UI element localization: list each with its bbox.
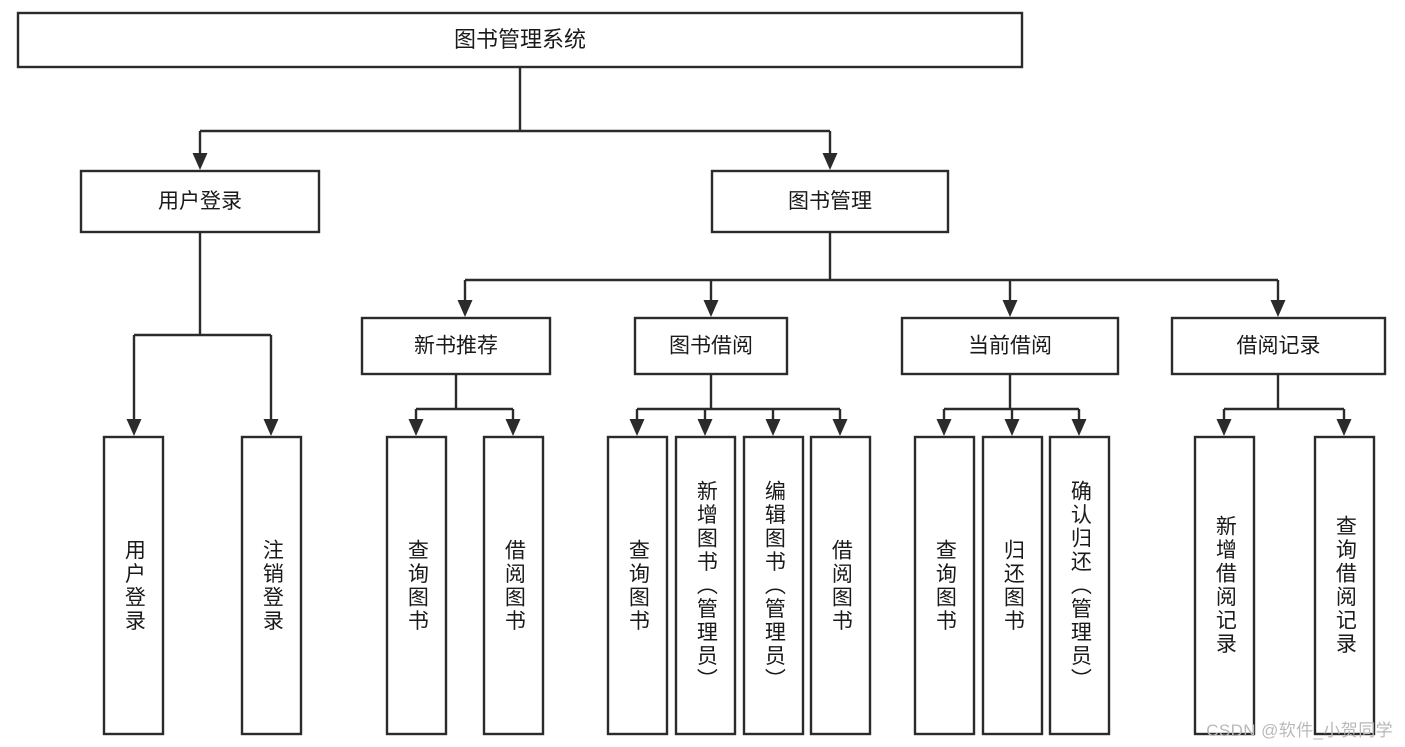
node-new-book-recommend[interactable]: 新书推荐 bbox=[360, 316, 552, 376]
node-label-current-borrow: 当前借阅 bbox=[968, 335, 1052, 358]
node-box-leaf-edit-book bbox=[742, 435, 805, 736]
arrow-leaf-1-icon bbox=[126, 419, 142, 436]
node-book-borrow[interactable]: 图书借阅 bbox=[633, 316, 789, 376]
arrow-book-borrow-icon bbox=[703, 300, 719, 317]
node-box-leaf-query-book-borrow bbox=[606, 435, 669, 736]
arrow-leaf-5-icon bbox=[629, 419, 645, 436]
node-leaf-edit-book[interactable] bbox=[742, 435, 805, 736]
node-box-user-login bbox=[79, 169, 321, 234]
arrow-current-borrow-icon bbox=[1002, 300, 1018, 317]
node-user-login[interactable]: 用户登录 bbox=[79, 169, 321, 234]
node-book-manage[interactable]: 图书管理 bbox=[710, 169, 950, 234]
node-label-book-manage: 图书管理 bbox=[788, 190, 872, 213]
node-box-leaf-add-book bbox=[674, 435, 737, 736]
arrow-leaf-6-icon bbox=[697, 419, 713, 436]
arrow-leaf-3-icon bbox=[408, 419, 424, 436]
node-leaf-add-book[interactable] bbox=[674, 435, 737, 736]
node-label-new-book-recommend: 新书推荐 bbox=[414, 335, 498, 358]
arrow-new-book-recommend-icon bbox=[457, 300, 473, 317]
arrow-leaf-12-icon bbox=[1216, 419, 1232, 436]
arrow-leaf-4-icon bbox=[505, 419, 521, 436]
node-box-leaf-borrow-book-rec bbox=[482, 435, 545, 736]
node-current-borrow[interactable]: 当前借阅 bbox=[900, 316, 1120, 376]
node-root[interactable]: 图书管理系统 bbox=[16, 11, 1024, 69]
node-box-root bbox=[16, 11, 1024, 69]
node-box-leaf-confirm-return bbox=[1048, 435, 1111, 736]
node-leaf-query-book-borrow[interactable] bbox=[606, 435, 669, 736]
arrow-book-manage-icon bbox=[822, 153, 838, 170]
arrow-leaf-9-icon bbox=[936, 419, 952, 436]
arrow-leaf-8-icon bbox=[832, 419, 848, 436]
node-box-borrow-record bbox=[1170, 316, 1387, 376]
node-label-book-borrow: 图书借阅 bbox=[669, 335, 753, 358]
node-leaf-return-book[interactable] bbox=[981, 435, 1044, 736]
arrow-borrow-record-icon bbox=[1270, 300, 1286, 317]
node-box-current-borrow bbox=[900, 316, 1120, 376]
node-box-leaf-user-login bbox=[102, 435, 165, 736]
node-box-leaf-return-book bbox=[981, 435, 1044, 736]
node-box-leaf-logout bbox=[240, 435, 303, 736]
node-leaf-confirm-return[interactable] bbox=[1048, 435, 1111, 736]
node-box-book-borrow bbox=[633, 316, 789, 376]
node-box-new-book-recommend bbox=[360, 316, 552, 376]
node-box-leaf-query-record bbox=[1313, 435, 1376, 736]
node-leaf-borrow-book-rec[interactable] bbox=[482, 435, 545, 736]
node-leaf-borrow-book[interactable] bbox=[809, 435, 872, 736]
arrow-leaf-10-icon bbox=[1004, 419, 1020, 436]
node-label-user-login: 用户登录 bbox=[158, 190, 242, 213]
node-leaf-query-book-cur[interactable] bbox=[913, 435, 976, 736]
arrow-leaf-11-icon bbox=[1071, 419, 1087, 436]
arrow-user-login-icon bbox=[192, 153, 208, 170]
watermark-text: CSDN @软件_小贺同学 bbox=[1206, 721, 1393, 740]
node-box-leaf-query-book-rec bbox=[385, 435, 448, 736]
arrow-leaf-7-icon bbox=[765, 419, 781, 436]
node-leaf-logout[interactable] bbox=[240, 435, 303, 736]
node-leaf-add-record[interactable] bbox=[1193, 435, 1256, 736]
node-borrow-record[interactable]: 借阅记录 bbox=[1170, 316, 1387, 376]
node-box-leaf-borrow-book bbox=[809, 435, 872, 736]
arrow-heads bbox=[126, 153, 1352, 436]
node-label-root: 图书管理系统 bbox=[454, 27, 586, 52]
node-label-borrow-record: 借阅记录 bbox=[1237, 335, 1321, 358]
node-leaf-query-book-rec[interactable] bbox=[385, 435, 448, 736]
arrow-leaf-2-icon bbox=[263, 419, 279, 436]
arrow-leaf-13-icon bbox=[1336, 419, 1352, 436]
node-box-leaf-query-book-cur bbox=[913, 435, 976, 736]
node-leaf-user-login[interactable] bbox=[102, 435, 165, 736]
node-box-book-manage bbox=[710, 169, 950, 234]
node-box-leaf-add-record bbox=[1193, 435, 1256, 736]
node-leaf-query-record[interactable] bbox=[1313, 435, 1376, 736]
